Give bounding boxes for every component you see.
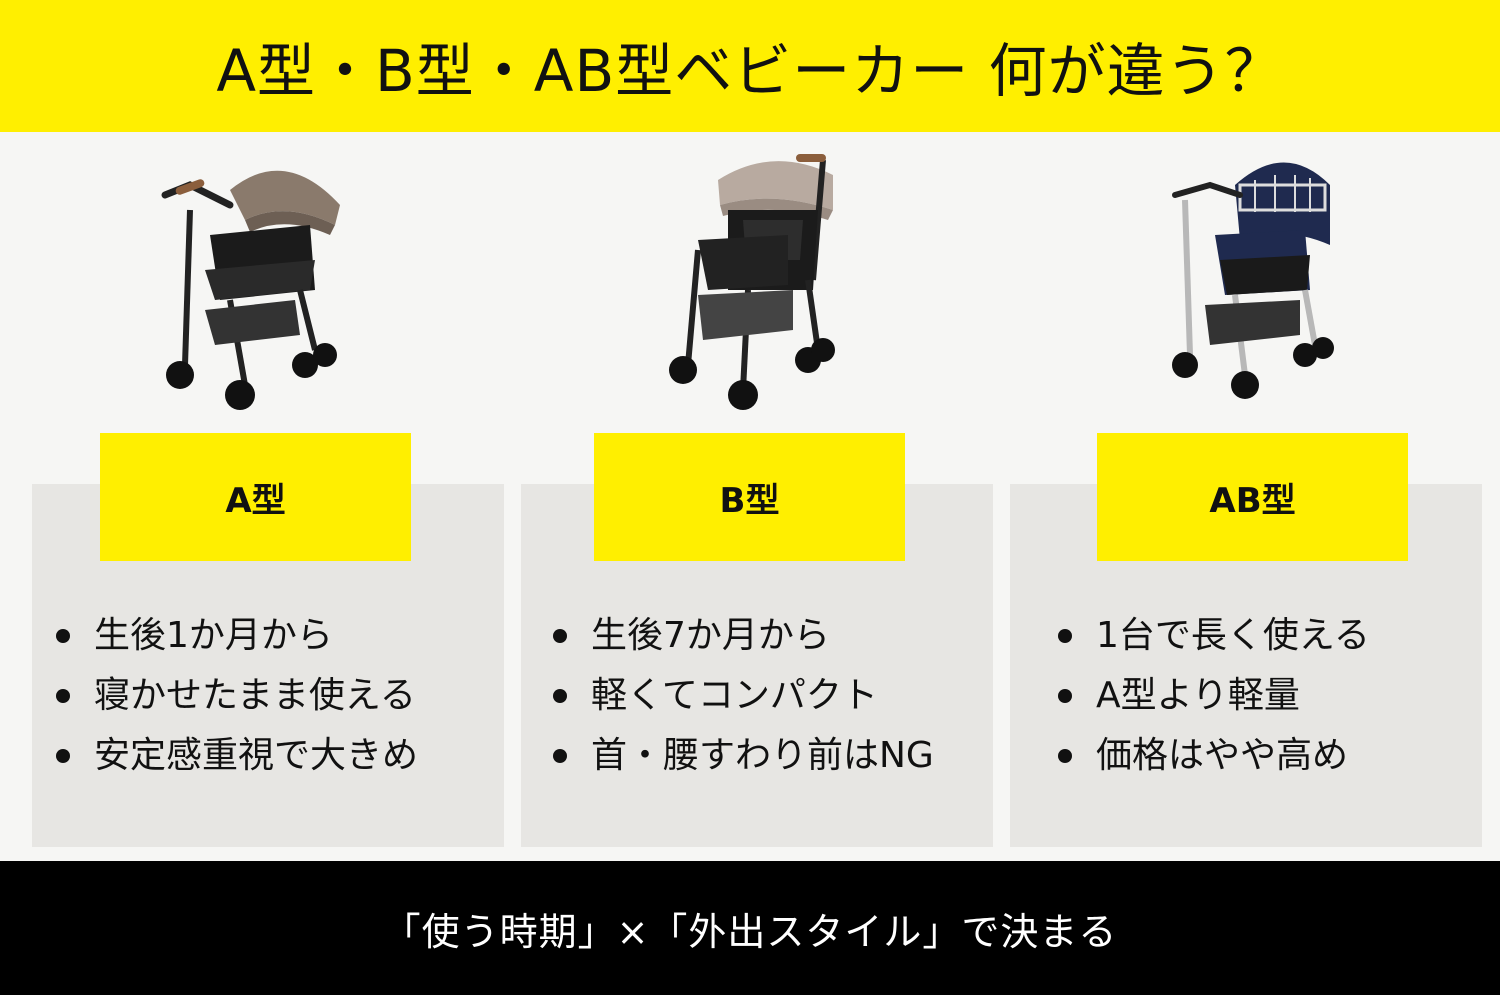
stroller-ab-type-icon xyxy=(1135,150,1375,420)
type-label-ab: AB型 xyxy=(1097,433,1408,561)
bullet-icon xyxy=(553,749,567,763)
type-label-a: A型 xyxy=(100,433,411,561)
list-item: 生後1か月から xyxy=(32,606,418,666)
list-item: 首・腰すわり前はNG xyxy=(529,726,934,786)
page-title: A型・B型・AB型ベビーカー 何が違う？ xyxy=(216,37,1284,105)
list-item: 寝かせたまま使える xyxy=(32,666,418,726)
feature-list-a: 生後1か月から 寝かせたまま使える 安定感重視で大きめ xyxy=(32,606,418,786)
type-label-b: B型 xyxy=(594,433,905,561)
feature-text: 軽くてコンパクト xyxy=(591,675,878,716)
feature-text: 寝かせたまま使える xyxy=(94,675,416,716)
feature-text: 生後7か月から xyxy=(591,615,830,656)
bullet-icon xyxy=(553,689,567,703)
bullet-icon xyxy=(553,629,567,643)
bullet-icon xyxy=(1058,629,1072,643)
feature-text: A型より軽量 xyxy=(1096,675,1300,716)
list-item: 価格はやや高め xyxy=(1034,726,1370,786)
footer-summary: 「使う時期」×「外出スタイル」で決まる xyxy=(382,909,1118,954)
bullet-icon xyxy=(56,749,70,763)
footer-banner: 「使う時期」×「外出スタイル」で決まる xyxy=(0,861,1500,995)
feature-text: 1台で長く使える xyxy=(1096,615,1370,656)
stroller-a-type-icon xyxy=(135,150,375,420)
bullet-icon xyxy=(56,689,70,703)
list-item: A型より軽量 xyxy=(1034,666,1370,726)
list-item: 1台で長く使える xyxy=(1034,606,1370,666)
feature-text: 生後1か月から xyxy=(94,615,333,656)
list-item: 生後7か月から xyxy=(529,606,934,666)
header-banner: A型・B型・AB型ベビーカー 何が違う？ xyxy=(0,0,1500,132)
bullet-icon xyxy=(1058,689,1072,703)
list-item: 軽くてコンパクト xyxy=(529,666,934,726)
bullet-icon xyxy=(56,629,70,643)
feature-text: 首・腰すわり前はNG xyxy=(591,735,934,776)
stroller-b-type-icon xyxy=(628,150,868,420)
list-item: 安定感重視で大きめ xyxy=(32,726,418,786)
feature-text: 価格はやや高め xyxy=(1096,735,1349,776)
feature-list-ab: 1台で長く使える A型より軽量 価格はやや高め xyxy=(1034,606,1370,786)
bullet-icon xyxy=(1058,749,1072,763)
feature-text: 安定感重視で大きめ xyxy=(94,735,419,776)
feature-list-b: 生後7か月から 軽くてコンパクト 首・腰すわり前はNG xyxy=(529,606,934,786)
